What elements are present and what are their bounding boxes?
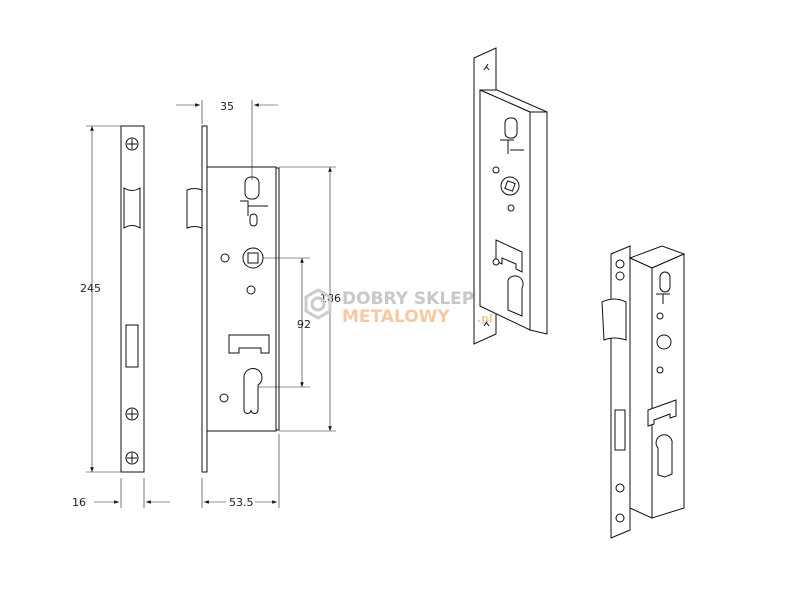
- screw-hole-icon: [125, 137, 139, 151]
- dim-53-5: 53.5: [229, 496, 254, 509]
- watermark-line2: METALOWY: [342, 307, 450, 327]
- screw-hole-icon: [125, 451, 139, 465]
- dim-16: 16: [72, 496, 86, 509]
- dim-92: 92: [297, 318, 311, 331]
- watermark-line1: DOBRY SKLEP: [342, 289, 474, 309]
- dim-245: 245: [80, 282, 101, 295]
- screw-hole-icon: [125, 407, 139, 421]
- cylinder-hole: [243, 368, 263, 414]
- watermark-logo: DOBRY SKLEP METALOWY .pl: [304, 288, 493, 327]
- perspective-view-bottom: [601, 245, 686, 539]
- perspective-view-top: [473, 47, 548, 345]
- dim-35: 35: [220, 100, 234, 113]
- side-view: [186, 125, 280, 473]
- watermark-suffix: .pl: [477, 312, 493, 325]
- bolt-opening: [125, 324, 139, 368]
- dimension-lines: [86, 100, 336, 508]
- front-view-faceplate: [120, 125, 145, 473]
- latch-opening: [123, 187, 141, 229]
- latch: [186, 188, 203, 229]
